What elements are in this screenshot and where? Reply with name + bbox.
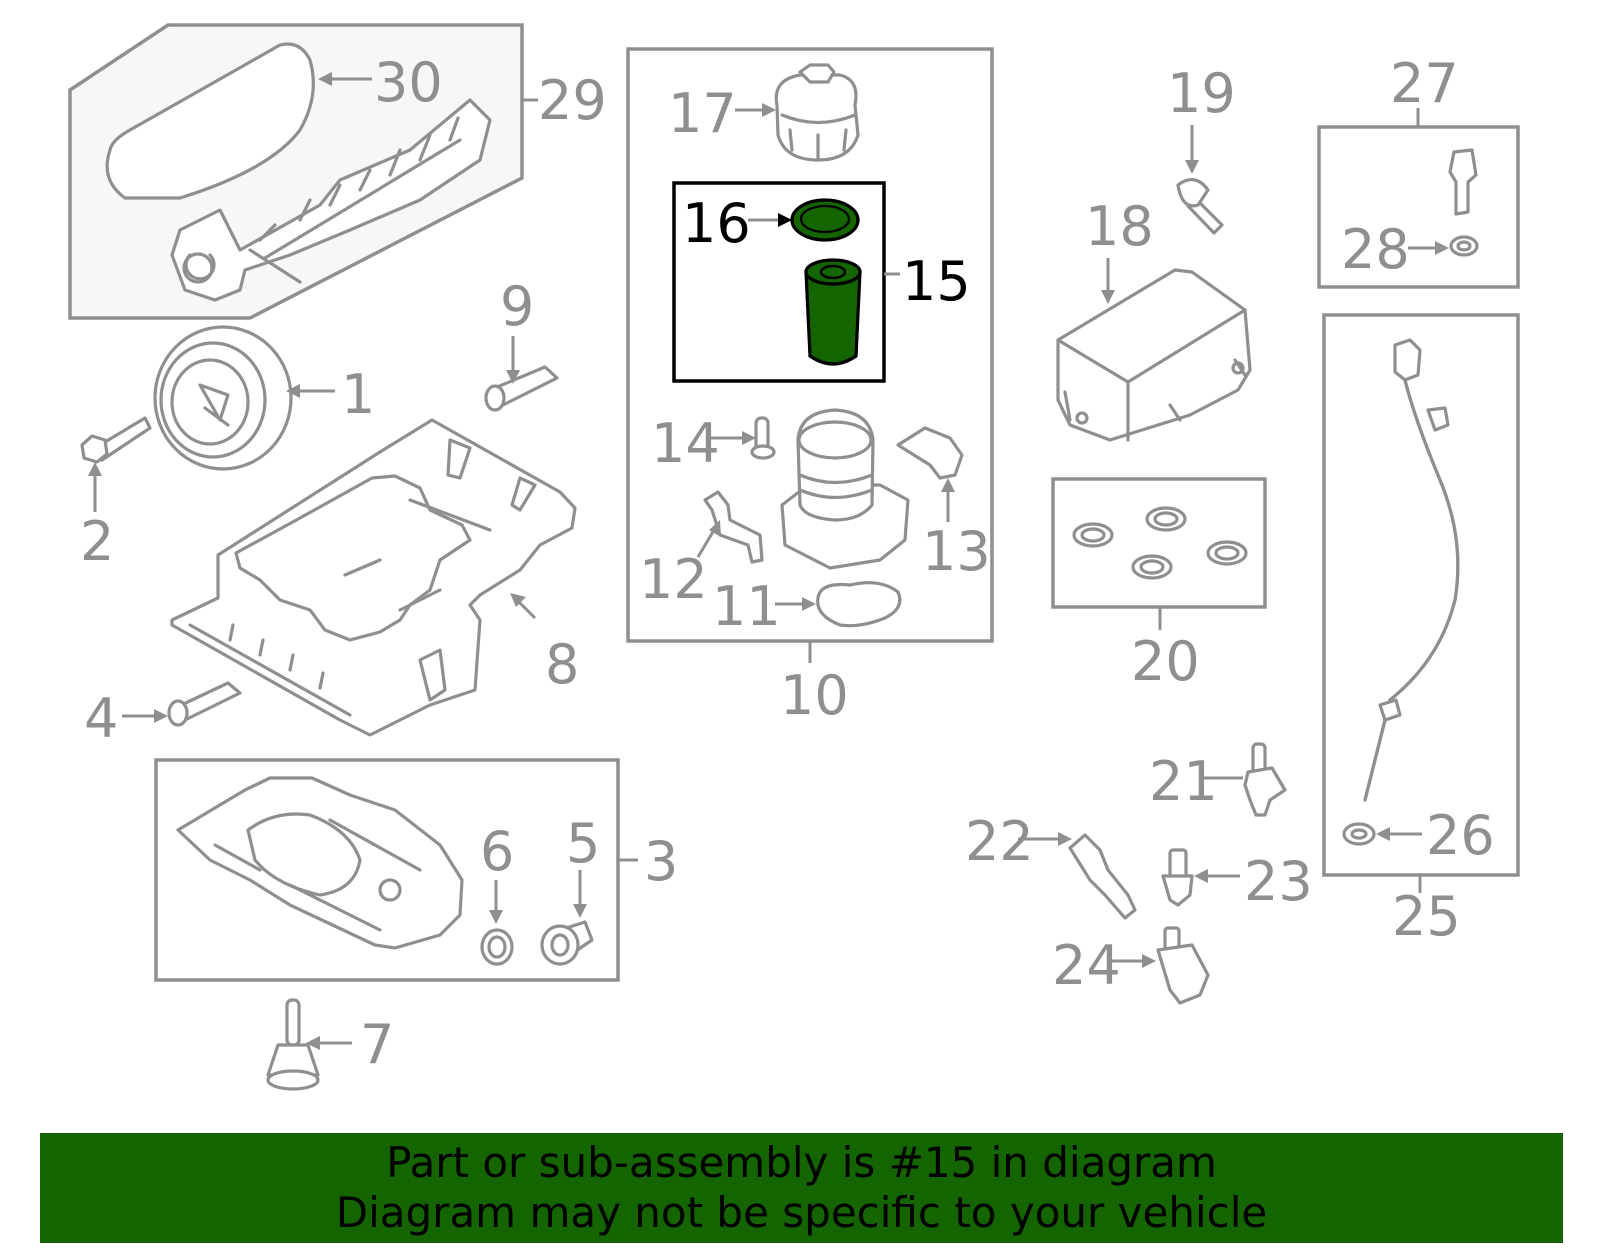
callout-22: 22 — [965, 810, 1034, 873]
oil-pan-assembly-3 — [154, 758, 620, 982]
callout-8: 8 — [545, 633, 579, 696]
tube-part-9 — [484, 365, 559, 412]
callout-30: 30 — [374, 51, 443, 114]
callout-18: 18 — [1085, 195, 1154, 258]
banner-line-part-number: Part or sub-assembly is #15 in diagram — [386, 1138, 1217, 1187]
sensor-part-23 — [1161, 848, 1194, 907]
callout-15: 15 — [902, 250, 971, 313]
callout-1: 1 — [341, 363, 375, 426]
intake-manifold-assembly-29 — [68, 23, 524, 320]
callout-7: 7 — [360, 1013, 394, 1076]
callout-26: 26 — [1426, 804, 1495, 867]
plug-part-14 — [750, 416, 776, 460]
sensor-part-24 — [1156, 926, 1210, 1005]
oil-pan-upper-part-8 — [170, 418, 577, 737]
callout-5: 5 — [566, 812, 600, 875]
oil-filter-housing-assembly-10 — [626, 47, 994, 643]
callout-20: 20 — [1131, 630, 1200, 693]
callout-21: 21 — [1149, 750, 1218, 813]
callout-10: 10 — [780, 664, 849, 727]
part-info-banner: Part or sub-assembly is #15 in diagram D… — [40, 1133, 1563, 1243]
callout-27: 27 — [1390, 52, 1459, 115]
oil-cooler-part-18 — [1056, 268, 1252, 442]
callout-labels: 30 29 1 2 9 8 4 3 6 5 7 10 17 16 15 14 1… — [80, 51, 1495, 1076]
callout-2: 2 — [80, 510, 114, 573]
washer-part-6 — [480, 928, 514, 966]
tube-part-4 — [167, 681, 242, 727]
sensor-part-7 — [266, 998, 320, 1091]
callout-11: 11 — [712, 575, 781, 638]
banner-line-disclaimer: Diagram may not be specific to your vehi… — [335, 1188, 1268, 1237]
callout-23: 23 — [1244, 850, 1313, 913]
pulley-part-1 — [153, 325, 293, 471]
gasket-part-11 — [816, 581, 902, 628]
dipstick-assembly-25 — [1322, 313, 1520, 877]
leader-lines — [88, 72, 1449, 1050]
callout-9: 9 — [500, 275, 534, 338]
seal-kit-assembly-20 — [1051, 477, 1267, 609]
callout-19: 19 — [1167, 62, 1236, 125]
callout-13: 13 — [922, 520, 991, 583]
sensor-part-22 — [1068, 833, 1137, 920]
callout-25: 25 — [1392, 885, 1461, 948]
callout-28: 28 — [1341, 218, 1410, 281]
oil-filter-part-15 — [804, 258, 862, 366]
bolt-part-19 — [1176, 178, 1224, 235]
callout-16: 16 — [682, 192, 751, 255]
sensor-part-21 — [1243, 742, 1287, 817]
bolt-part-2 — [80, 416, 152, 464]
callout-14: 14 — [651, 412, 720, 475]
callout-4: 4 — [84, 687, 118, 750]
callout-17: 17 — [668, 82, 737, 145]
callout-29: 29 — [538, 69, 607, 132]
callout-6: 6 — [480, 820, 514, 883]
callout-3: 3 — [644, 830, 678, 893]
callout-12: 12 — [639, 548, 708, 611]
o-ring-part-16 — [790, 198, 860, 242]
oil-pan-lower — [176, 776, 464, 950]
oil-filter-cap-part-17 — [774, 63, 860, 162]
drain-plug-part-5 — [540, 920, 594, 966]
manifold-cover-part-30 — [105, 42, 315, 200]
bracket-part-13 — [896, 426, 964, 480]
callout-24: 24 — [1052, 934, 1121, 997]
filter-housing-body — [780, 408, 910, 570]
